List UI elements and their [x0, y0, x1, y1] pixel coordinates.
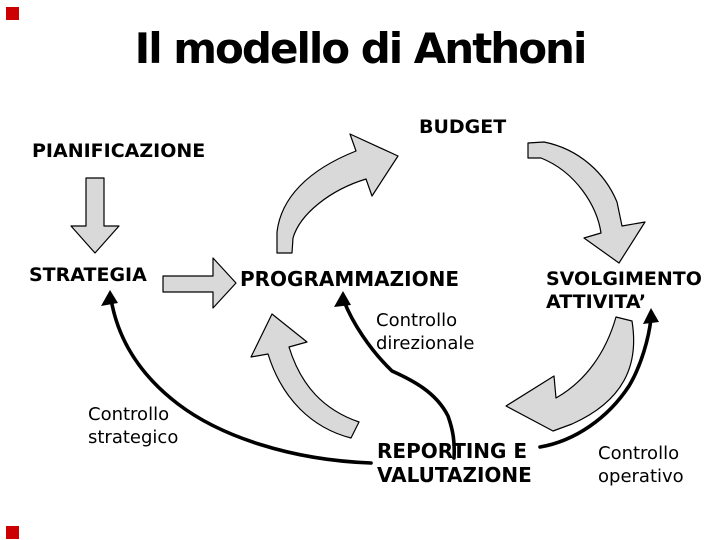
arrow-down-pianificazione-strategia: [70, 177, 120, 254]
red-corner-square-bottom-left: [6, 526, 19, 539]
control-direzionale-line2: direzionale: [376, 333, 475, 354]
arrowhead-controllo-strategico: [101, 290, 118, 306]
phase-svolgimento-line1: SVOLGIMENTO: [546, 268, 702, 290]
phase-budget: BUDGET: [419, 116, 507, 138]
phase-reporting-line1: REPORTING E: [377, 439, 528, 463]
control-operativo-line1: Controllo: [598, 443, 680, 464]
phase-svolgimento-line2: ATTIVITA’: [546, 291, 647, 313]
control-strategico-line2: strategico: [88, 427, 179, 448]
control-direzionale: Controllo direzionale: [376, 309, 474, 355]
feedback-curve-controllo-strategico: [109, 297, 373, 465]
red-corner-square-top-left: [6, 7, 19, 20]
phase-svolgimento-attivita: SVOLGIMENTO ATTIVITA’: [546, 268, 702, 314]
slide-title: Il modello di Anthoni: [134, 24, 588, 73]
control-operativo-line2: operativo: [598, 466, 684, 487]
phase-pianificazione: PIANIFICAZIONE: [32, 140, 206, 162]
arrowhead-controllo-direzionale: [334, 291, 351, 307]
curved-arrow-programmazione-budget: [276, 133, 399, 254]
phase-strategia: STRATEGIA: [29, 264, 147, 286]
curved-arrow-svolgimento-reporting: [505, 316, 635, 432]
phase-reporting-valutazione: REPORTING E VALUTAZIONE: [377, 439, 532, 487]
phase-reporting-line2: VALUTAZIONE: [377, 463, 532, 487]
control-operativo: Controllo operativo: [598, 442, 684, 488]
phase-programmazione: PROGRAMMAZIONE: [240, 267, 459, 291]
control-strategico: Controllo strategico: [88, 403, 178, 449]
arrowhead-controllo-operativo: [643, 308, 659, 324]
control-direzionale-line1: Controllo: [376, 310, 458, 331]
arrow-right-strategia-programmazione: [162, 257, 237, 309]
feedback-curve-controllo-direzionale: [342, 299, 457, 460]
feedback-curve-controllo-operativo: [538, 316, 653, 449]
control-strategico-line1: Controllo: [88, 404, 170, 425]
curved-arrow-reporting-programmazione: [250, 313, 360, 439]
curved-arrow-budget-svolgimento: [527, 141, 646, 264]
